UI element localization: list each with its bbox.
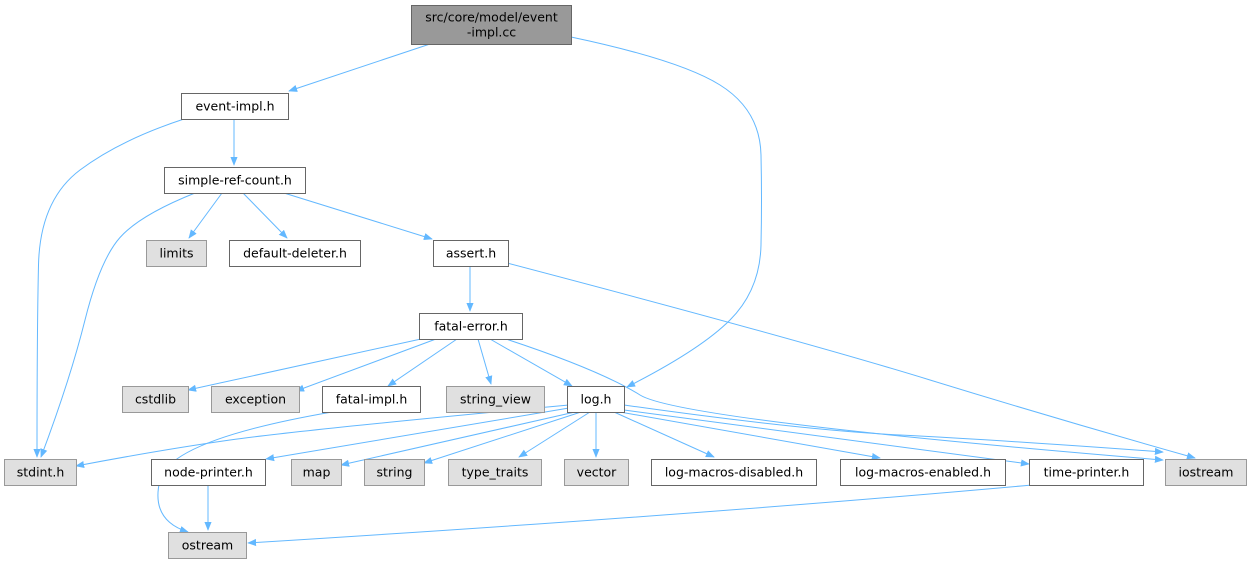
node-time-printer[interactable]: time-printer.h: [1029, 459, 1144, 486]
node-simple-ref[interactable]: simple-ref-count.h: [164, 167, 306, 194]
node-string: string: [364, 459, 425, 486]
node-box: [419, 313, 523, 340]
edge-fatal-error-to-cstdlib: [187, 338, 422, 392]
edge-time-printer-to-ostream: [247, 484, 1033, 547]
node-label: assert.h: [446, 246, 496, 261]
node-string-view: string_view: [446, 386, 545, 413]
edge-log-to-stdint: [75, 404, 570, 469]
edges-layer: [33, 36, 1196, 547]
node-label: vector: [577, 465, 618, 480]
node-box: [211, 386, 300, 413]
edge-log-to-type-traits: [518, 411, 591, 458]
edge-simple-ref-to-stdint: [40, 192, 196, 458]
node-label: string: [377, 465, 413, 480]
node-label: log.h: [581, 392, 612, 407]
node-fatal-impl[interactable]: fatal-impl.h: [322, 386, 421, 413]
node-exception: exception: [211, 386, 300, 413]
node-box: [448, 459, 542, 486]
node-type-traits: type_traits: [448, 459, 542, 486]
node-label: fatal-impl.h: [336, 392, 408, 407]
node-label: -impl.cc: [467, 25, 516, 40]
node-cstdlib: cstdlib: [122, 386, 189, 413]
node-label: simple-ref-count.h: [178, 173, 292, 188]
edge-root-to-event-impl: [288, 43, 431, 92]
edge-log-to-node-printer: [265, 407, 570, 462]
node-label: event-impl.h: [195, 99, 274, 114]
node-label: log-macros-disabled.h: [665, 465, 803, 480]
edge-fatal-error-to-string-view: [477, 338, 493, 385]
edge-fatal-error-to-fatal-impl: [387, 338, 458, 387]
edge-log-to-log-en: [619, 411, 881, 461]
node-box: [433, 240, 509, 267]
edge-simple-ref-to-assert: [283, 192, 433, 241]
edge-fatal-error-to-exception: [295, 338, 437, 392]
edge-log-to-log-dis: [613, 411, 715, 458]
node-box: [168, 532, 247, 559]
edge-event-impl-to-stdint: [33, 118, 185, 458]
node-box: [567, 386, 625, 413]
edge-simple-ref-to-default-del: [242, 192, 288, 239]
node-log[interactable]: log.h: [567, 386, 625, 413]
edge-log-to-iostream: [623, 404, 1164, 455]
node-label: src/core/model/event: [425, 10, 558, 25]
node-box: [840, 459, 1006, 486]
edge-log-to-time-printer: [623, 409, 1030, 467]
node-label: map: [303, 465, 331, 480]
node-ostream: ostream: [168, 532, 247, 559]
node-node-printer[interactable]: node-printer.h: [151, 459, 266, 486]
node-label: ostream: [182, 538, 233, 553]
node-box: [229, 240, 361, 267]
node-assert[interactable]: assert.h: [433, 240, 509, 267]
node-label: default-deleter.h: [243, 246, 347, 261]
node-box: [564, 459, 629, 486]
node-box: [151, 459, 266, 486]
node-box: [322, 386, 421, 413]
edge-root-to-log: [570, 36, 762, 388]
node-box: [651, 459, 817, 486]
node-label: limits: [159, 246, 193, 261]
node-label: fatal-error.h: [434, 319, 508, 334]
node-event-impl[interactable]: event-impl.h: [181, 93, 289, 120]
node-label: time-printer.h: [1044, 465, 1130, 480]
node-limits: limits: [146, 240, 207, 267]
node-box: [181, 93, 289, 120]
edge-fatal-error-to-iostream: [505, 338, 1164, 463]
node-label: string_view: [460, 392, 531, 407]
node-box: [1165, 459, 1247, 486]
nodes-layer: src/core/model/event-impl.cc event-impl.h…: [4, 5, 1247, 559]
node-label: type_traits: [462, 465, 529, 480]
node-map: map: [291, 459, 342, 486]
node-root[interactable]: src/core/model/event-impl.cc: [411, 5, 572, 45]
node-label: stdint.h: [17, 465, 65, 480]
edge-simple-ref-to-limits: [188, 192, 223, 239]
node-box: [164, 167, 306, 194]
edge-fatal-error-to-log: [489, 338, 573, 387]
node-box: [364, 459, 425, 486]
node-label: exception: [225, 392, 286, 407]
node-stdint: stdint.h: [4, 459, 77, 486]
node-box: [4, 459, 77, 486]
node-log-dis[interactable]: log-macros-disabled.h: [651, 459, 817, 486]
node-box: [446, 386, 545, 413]
node-label: node-printer.h: [164, 465, 253, 480]
edge-log-to-string: [423, 411, 582, 464]
edge-assert-to-iostream: [506, 262, 1196, 460]
edge-log-to-map: [340, 411, 576, 467]
node-label: log-macros-enabled.h: [855, 465, 991, 480]
node-label: cstdlib: [135, 392, 176, 407]
node-label: iostream: [1179, 465, 1234, 480]
node-log-en[interactable]: log-macros-enabled.h: [840, 459, 1006, 486]
node-iostream: iostream: [1165, 459, 1247, 486]
node-default-del[interactable]: default-deleter.h: [229, 240, 361, 267]
node-box: [122, 386, 189, 413]
node-box: [411, 5, 572, 45]
node-box: [146, 240, 207, 267]
node-fatal-error[interactable]: fatal-error.h: [419, 313, 523, 340]
node-box: [1029, 459, 1144, 486]
node-vector: vector: [564, 459, 629, 486]
node-box: [291, 459, 342, 486]
